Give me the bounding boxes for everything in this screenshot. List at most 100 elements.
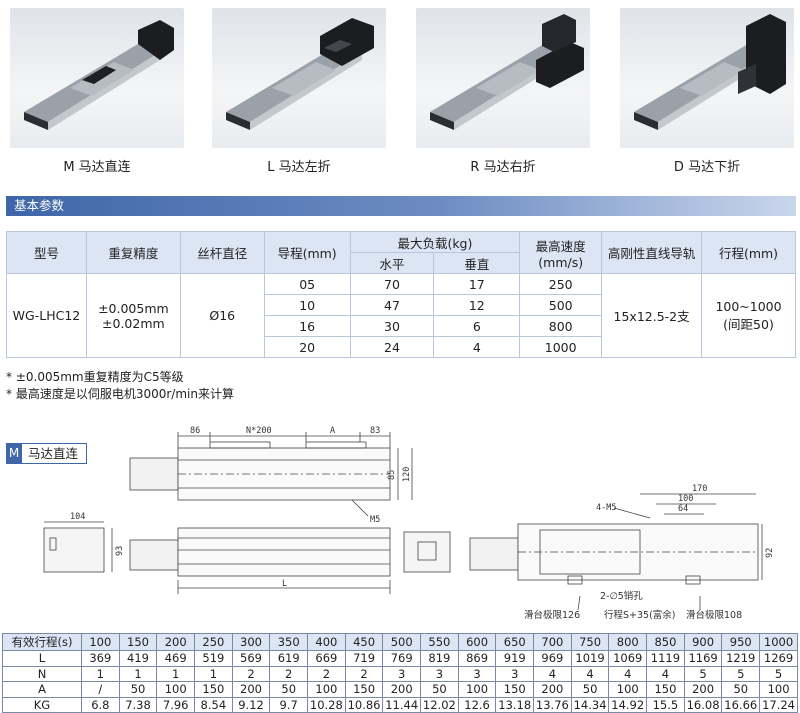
spec-cell: 800 bbox=[608, 633, 648, 651]
spec-cell: 50 bbox=[269, 681, 309, 698]
spec-cell: 569 bbox=[231, 650, 271, 667]
cell-load-vertical: 12 bbox=[433, 294, 521, 316]
spec-cell: 669 bbox=[307, 650, 346, 667]
spec-cell: 100 bbox=[608, 681, 648, 698]
cell-max-speed: 250 bbox=[519, 273, 603, 295]
spec-cell: 4 bbox=[646, 665, 685, 683]
spec-cell: 869 bbox=[457, 650, 497, 667]
product-caption-l: L 马达左折 bbox=[267, 160, 331, 175]
spec-cell: 150 bbox=[344, 681, 384, 698]
product-card-m: M 马达直连 bbox=[10, 8, 184, 175]
spec-cell: 12.6 bbox=[457, 696, 497, 713]
spec-cell: 469 bbox=[156, 650, 196, 667]
spec-cell: 700 bbox=[533, 633, 572, 651]
spec-cell: 2 bbox=[344, 665, 384, 683]
spec-cell: 969 bbox=[533, 650, 572, 667]
spec-cell: 17.24 bbox=[759, 696, 798, 713]
dim-n200: N*200 bbox=[246, 426, 272, 436]
product-photo-m bbox=[10, 8, 184, 148]
spec-cell: 150 bbox=[495, 681, 535, 698]
spec-cell: 769 bbox=[382, 650, 422, 667]
spec-row-label: N bbox=[2, 665, 82, 683]
basic-params-table: 型号 重复精度 丝杆直径 导程(mm) 最大负载(kg) 最高速度 (mm/s)… bbox=[6, 231, 796, 358]
spec-cell: 13.76 bbox=[533, 696, 572, 713]
product-card-l: L 马达左折 bbox=[212, 8, 386, 175]
section-title-bar: 基本参数 bbox=[6, 196, 796, 216]
spec-cell: 2 bbox=[231, 665, 271, 683]
spec-cell: 13.18 bbox=[495, 696, 535, 713]
spec-cell: 100 bbox=[457, 681, 497, 698]
cell-stroke: 100~1000 (间距50) bbox=[701, 273, 796, 358]
dim-l: L bbox=[282, 579, 287, 589]
product-caption-m: M 马达直连 bbox=[63, 160, 131, 175]
spec-cell: 1119 bbox=[646, 650, 685, 667]
spec-cell: 2 bbox=[269, 665, 309, 683]
cell-lead: 16 bbox=[263, 315, 351, 337]
spec-cell: 4 bbox=[570, 665, 610, 683]
spec-cell: 250 bbox=[194, 633, 233, 651]
stroke-line-1: 100~1000 bbox=[715, 298, 782, 314]
spec-cell: 750 bbox=[570, 633, 610, 651]
spec-cell: 300 bbox=[231, 633, 271, 651]
spec-cell: 1 bbox=[118, 665, 158, 683]
spec-row-label: A bbox=[2, 681, 82, 698]
dim-104: 104 bbox=[70, 512, 85, 522]
spec-cell: 550 bbox=[420, 633, 459, 651]
motor-type-letter: M bbox=[6, 443, 22, 464]
cell-repeat-accuracy: ±0.005mm ±0.02mm bbox=[85, 273, 181, 358]
cell-load-horizontal: 70 bbox=[349, 273, 435, 295]
product-card-r: R 马达右折 bbox=[416, 8, 590, 175]
spec-cell: 4 bbox=[608, 665, 648, 683]
spec-cell: 519 bbox=[194, 650, 233, 667]
spec-cell: 1 bbox=[194, 665, 233, 683]
spec-cell: 900 bbox=[683, 633, 723, 651]
cell-load-horizontal: 47 bbox=[349, 294, 435, 316]
cell-load-vertical: 17 bbox=[433, 273, 521, 295]
spec-cell: 100 bbox=[81, 633, 120, 651]
repeat-line-1: ±0.005mm bbox=[98, 300, 169, 316]
header-lead: 导程(mm) bbox=[263, 231, 351, 274]
spec-cell: 1169 bbox=[683, 650, 723, 667]
cell-max-speed: 500 bbox=[519, 294, 603, 316]
dim-83: 83 bbox=[370, 426, 380, 436]
spec-cell: 1 bbox=[156, 665, 196, 683]
spec-cell: 1000 bbox=[759, 633, 798, 651]
spec-cell: 400 bbox=[307, 633, 346, 651]
header-model: 型号 bbox=[6, 231, 87, 274]
header-screw-diameter: 丝杆直径 bbox=[179, 231, 265, 274]
dim-a: A bbox=[330, 426, 335, 436]
spec-cell: 819 bbox=[420, 650, 459, 667]
spec-row-label: L bbox=[2, 650, 82, 667]
spec-cell: 2 bbox=[307, 665, 346, 683]
spec-cell: 350 bbox=[269, 633, 309, 651]
notes: * ±0.005mm重复精度为C5等级 * 最高速度是以伺服电机3000r/mi… bbox=[6, 369, 234, 403]
spec-cell: 5 bbox=[721, 665, 761, 683]
spec-cell: 10.28 bbox=[307, 696, 346, 713]
spec-cell: 1069 bbox=[608, 650, 648, 667]
spec-cell: 1219 bbox=[721, 650, 761, 667]
spec-cell: 950 bbox=[721, 633, 761, 651]
spec-cell: 3 bbox=[495, 665, 535, 683]
dim-4m5: 4-M5 bbox=[596, 503, 616, 513]
spec-cell: 850 bbox=[646, 633, 685, 651]
cell-lead: 20 bbox=[263, 336, 351, 358]
cell-load-horizontal: 30 bbox=[349, 315, 435, 337]
cell-screw-diameter: Ø16 bbox=[179, 273, 265, 358]
product-photo-l bbox=[212, 8, 386, 148]
spec-cell: 650 bbox=[495, 633, 535, 651]
spec-cell: 1269 bbox=[759, 650, 798, 667]
cell-max-speed: 1000 bbox=[519, 336, 603, 358]
spec-cell: 200 bbox=[231, 681, 271, 698]
spec-cell: 919 bbox=[495, 650, 535, 667]
dim-93: 93 bbox=[115, 546, 125, 556]
spec-cell: 15.5 bbox=[646, 696, 685, 713]
cell-load-vertical: 6 bbox=[433, 315, 521, 337]
dim-stroke-margin: 行程S+35(富余) bbox=[604, 609, 676, 621]
dim-86: 86 bbox=[190, 426, 200, 436]
cell-max-speed: 800 bbox=[519, 315, 603, 337]
dim-170: 170 bbox=[692, 484, 707, 494]
